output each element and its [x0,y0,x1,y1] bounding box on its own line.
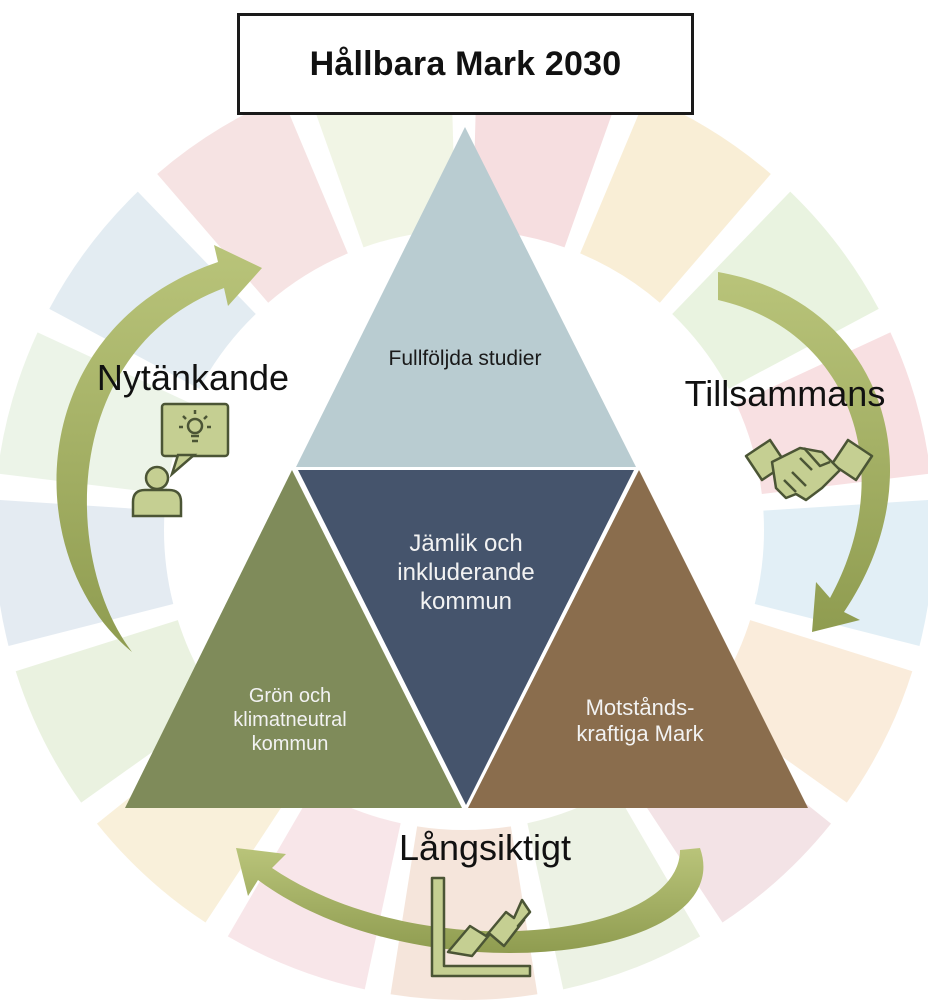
diagram-title: Hållbara Mark 2030 [309,44,622,83]
bottom-cycle-arrow [236,848,704,954]
triangle-left-label: Grön och klimatneutral kommun [233,685,347,755]
triangle-center [298,470,634,805]
growth-chart-icon [430,876,532,978]
wheel-segment [708,620,913,803]
triangle-top [296,127,636,467]
wheel-segment [227,789,401,990]
person-idea-icon [131,402,230,518]
title-box: Hållbara Mark 2030 [237,13,694,115]
wheel-segment [390,826,538,1000]
principle-right-label: Tillsammans [684,373,886,414]
triangle-right-label: Motstånds-kraftiga Mark [576,695,704,747]
wheel-segment [15,620,220,803]
triangle-right [468,470,808,808]
triangle-center-label: Jämlik och inkluderande kommun [397,530,535,615]
triangle-top-label: Fullföljda studier [388,347,542,370]
principle-left-label: Nytänkande [96,357,290,398]
triangle-left [125,470,462,808]
principle-bottom-label: Långsiktigt [398,827,572,868]
handshake-icon [744,438,874,502]
wheel-segment [157,96,348,303]
wheel-segment [580,96,771,303]
wheel-segment [754,500,928,646]
left-cycle-arrow [56,245,262,652]
wheel-segment [49,191,256,389]
right-cycle-arrow [718,272,891,632]
